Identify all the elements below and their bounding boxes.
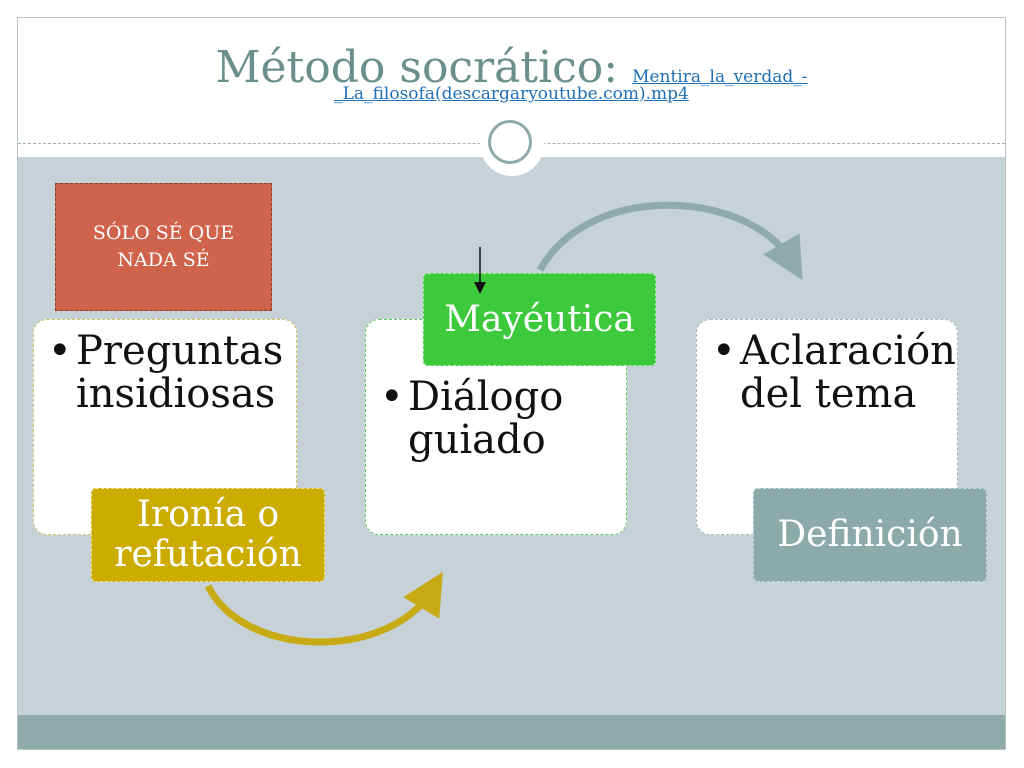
video-link-part1[interactable]: Mentira_la_verdad_- xyxy=(632,67,808,87)
footer-bar xyxy=(18,715,1005,749)
title-line: Método socrático: Mentira_la_verdad_- xyxy=(18,46,1005,90)
step-2-text: • Diálogo guiado xyxy=(380,374,568,464)
step-2-body: Diálogo guiado xyxy=(408,374,564,464)
bullet-icon: • xyxy=(712,328,736,374)
step-1-text: • Preguntas insidiosas xyxy=(48,328,284,418)
ring-inner-circle xyxy=(488,120,532,164)
step-1-body: Preguntas insidiosas xyxy=(76,328,284,418)
page-title: Método socrático: xyxy=(215,42,619,93)
connector-arrow-2-to-3 xyxy=(536,201,803,281)
step-3-body: Aclaración del tema xyxy=(740,328,956,418)
note-box: SÓLO SÉ QUE NADA SÉ xyxy=(55,183,272,311)
step-3-text: • Aclaración del tema xyxy=(712,328,956,418)
title-link-line: _La_filosofa(descargaryoutube.com).mp4 xyxy=(18,86,1005,103)
step-2-tag: Mayéutica xyxy=(423,273,656,366)
connector-arrow-1-to-2 xyxy=(204,572,443,646)
video-link-part2[interactable]: _La_filosofa(descargaryoutube.com).mp4 xyxy=(334,84,689,104)
bullet-icon: • xyxy=(48,328,72,374)
bullet-icon: • xyxy=(380,374,404,420)
step-3-tag: Definición xyxy=(753,488,987,582)
step-1-tag: Ironía o refutación xyxy=(91,488,325,582)
